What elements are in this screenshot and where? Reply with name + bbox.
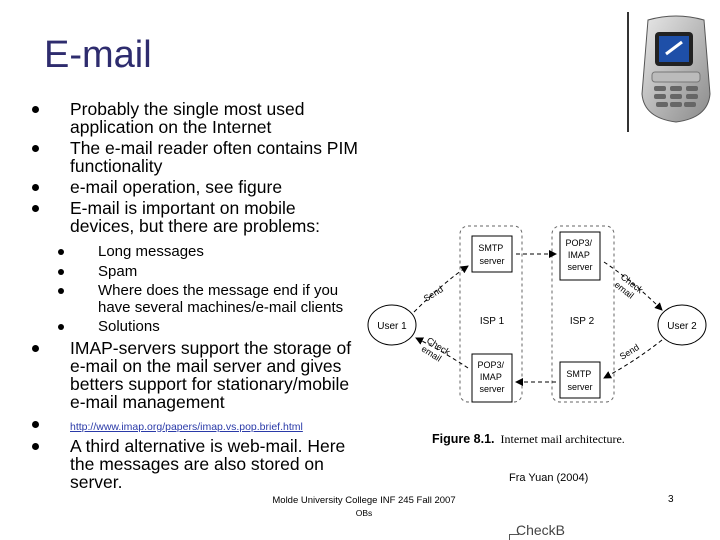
figure-caption: Figure 8.1. Internet mail architecture. [432,432,625,446]
sub-list-item: Long messages [28,243,358,261]
sub-list-item: Solutions [28,318,358,336]
pop-server-box-2 [471,353,513,403]
bullet-dot [58,288,64,294]
svg-text:POP3/ IMAP server: POP3/ IMAP server [565,238,594,272]
bullet-dot [32,184,39,191]
user2-node [657,304,707,346]
divider-line [627,12,629,132]
isp2-box [551,225,615,403]
bullet-dot [58,324,64,330]
bullet-dot [32,205,39,212]
source-credit: Fra Yuan (2004) [509,472,589,484]
smtp-server-box-2 [559,361,601,399]
list-item: E-mail is important on mobile devices, b… [28,199,358,235]
bullet-dot [58,268,64,275]
list-item: IMAP-servers support the storage of e-ma… [28,339,358,411]
list-item: A third alternative is web-mail. Here th… [28,437,358,491]
svg-text:POP3/ IMAP server: POP3/ IMAP server [477,360,506,394]
mail-architecture-diagram: SMTP server POP3/ IMAP server POP3/ IMAP… [367,225,707,403]
bullet-dot [32,106,39,113]
bullet-dot [32,145,39,152]
checkb-label: CheckB [516,522,566,538]
svg-text:SMTP server: SMTP server [566,369,593,392]
checkb-bracket [509,534,519,540]
bullet-dot [32,442,39,450]
pop-server-box-1 [559,231,601,281]
svg-text:User 1: User 1 [377,321,407,332]
svg-text:SMTP server: SMTP server [478,243,505,266]
sub-list-item: Spam [28,263,358,281]
smtp-server-box-1 [471,235,513,273]
svg-text:Send: Send [422,284,445,304]
svg-text:User 2: User 2 [667,321,697,332]
svg-text:Check email: Check email [613,272,647,305]
bullet-dot [32,344,39,352]
footer-course: Molde University College INF 245 Fall 20… [272,495,456,506]
sub-list-item: Where does the message end if you have s… [28,282,358,316]
page-number: 3 [668,494,674,505]
svg-text:ISP 2: ISP 2 [570,316,595,327]
mobile-phone-icon [641,15,711,123]
list-item: Probably the single most used applicatio… [28,100,358,136]
footer-initials: OBs [355,508,373,518]
imap-link[interactable]: http://www.imap.org/papers/imap.vs.pop.b… [70,420,303,433]
list-item: e-mail operation, see figure [28,178,358,196]
svg-text:ISP 1: ISP 1 [480,316,505,327]
bullet-dot [58,249,64,255]
svg-text:Check email: Check email [420,335,454,367]
bullet-dot [32,420,39,428]
list-item: The e-mail reader often contains PIM fun… [28,139,358,175]
list-item: http://www.imap.org/papers/imap.vs.pop.b… [28,415,358,434]
user1-node [367,304,417,346]
svg-text:Send: Send [618,342,641,362]
slide-title: E-mail [44,34,152,76]
bullet-list: Probably the single most used applicatio… [28,100,358,494]
